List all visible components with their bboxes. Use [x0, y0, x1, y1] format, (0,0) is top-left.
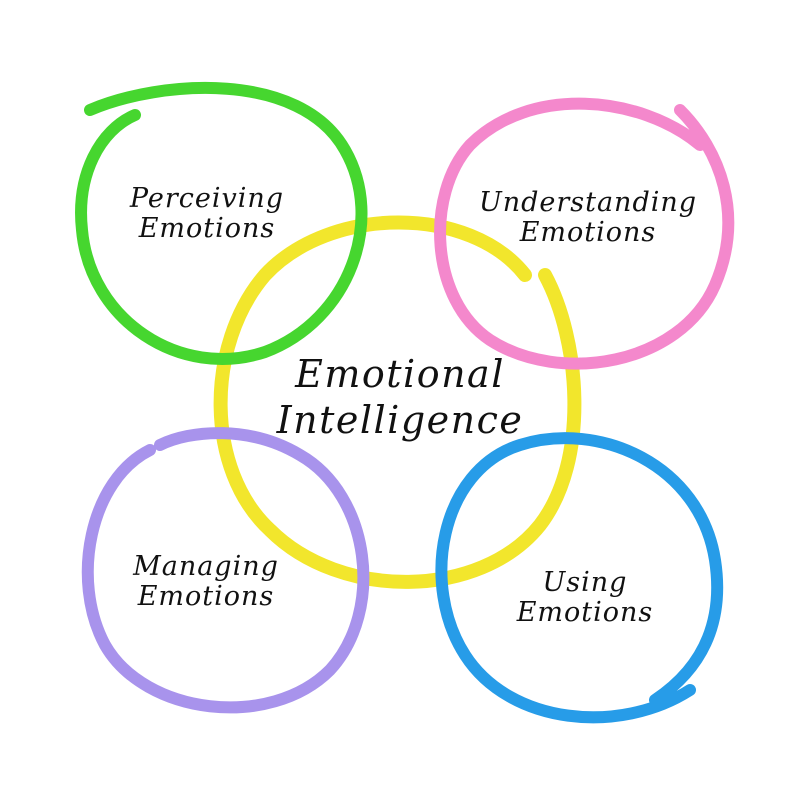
- label-emotional-intelligence: Emotional Intelligence: [230, 352, 570, 443]
- label-line: Emotions: [519, 217, 657, 249]
- ring-understanding-emotions: [434, 97, 735, 370]
- label-perceiving-emotions: Perceiving Emotions: [92, 183, 322, 245]
- label-managing-emotions: Managing Emotions: [96, 551, 316, 613]
- label-line: Managing: [133, 551, 279, 582]
- ring-managing-emotions: [81, 427, 370, 714]
- label-understanding-emotions: Understanding Emotions: [448, 187, 728, 249]
- label-using-emotions: Using Emotions: [470, 567, 700, 629]
- ring-perceiving-emotions: [75, 81, 368, 365]
- label-line: Emotions: [137, 581, 275, 613]
- label-line: Using: [542, 567, 628, 598]
- ring-emotional-intelligence: [213, 215, 582, 589]
- label-line: Emotions: [138, 213, 276, 245]
- label-line: Understanding: [478, 187, 698, 218]
- label-line: Intelligence: [276, 397, 524, 442]
- label-line: Perceiving: [129, 183, 285, 214]
- label-line: Emotional: [295, 352, 505, 396]
- label-line: Emotions: [516, 597, 654, 629]
- ring-using-emotions: [435, 432, 724, 724]
